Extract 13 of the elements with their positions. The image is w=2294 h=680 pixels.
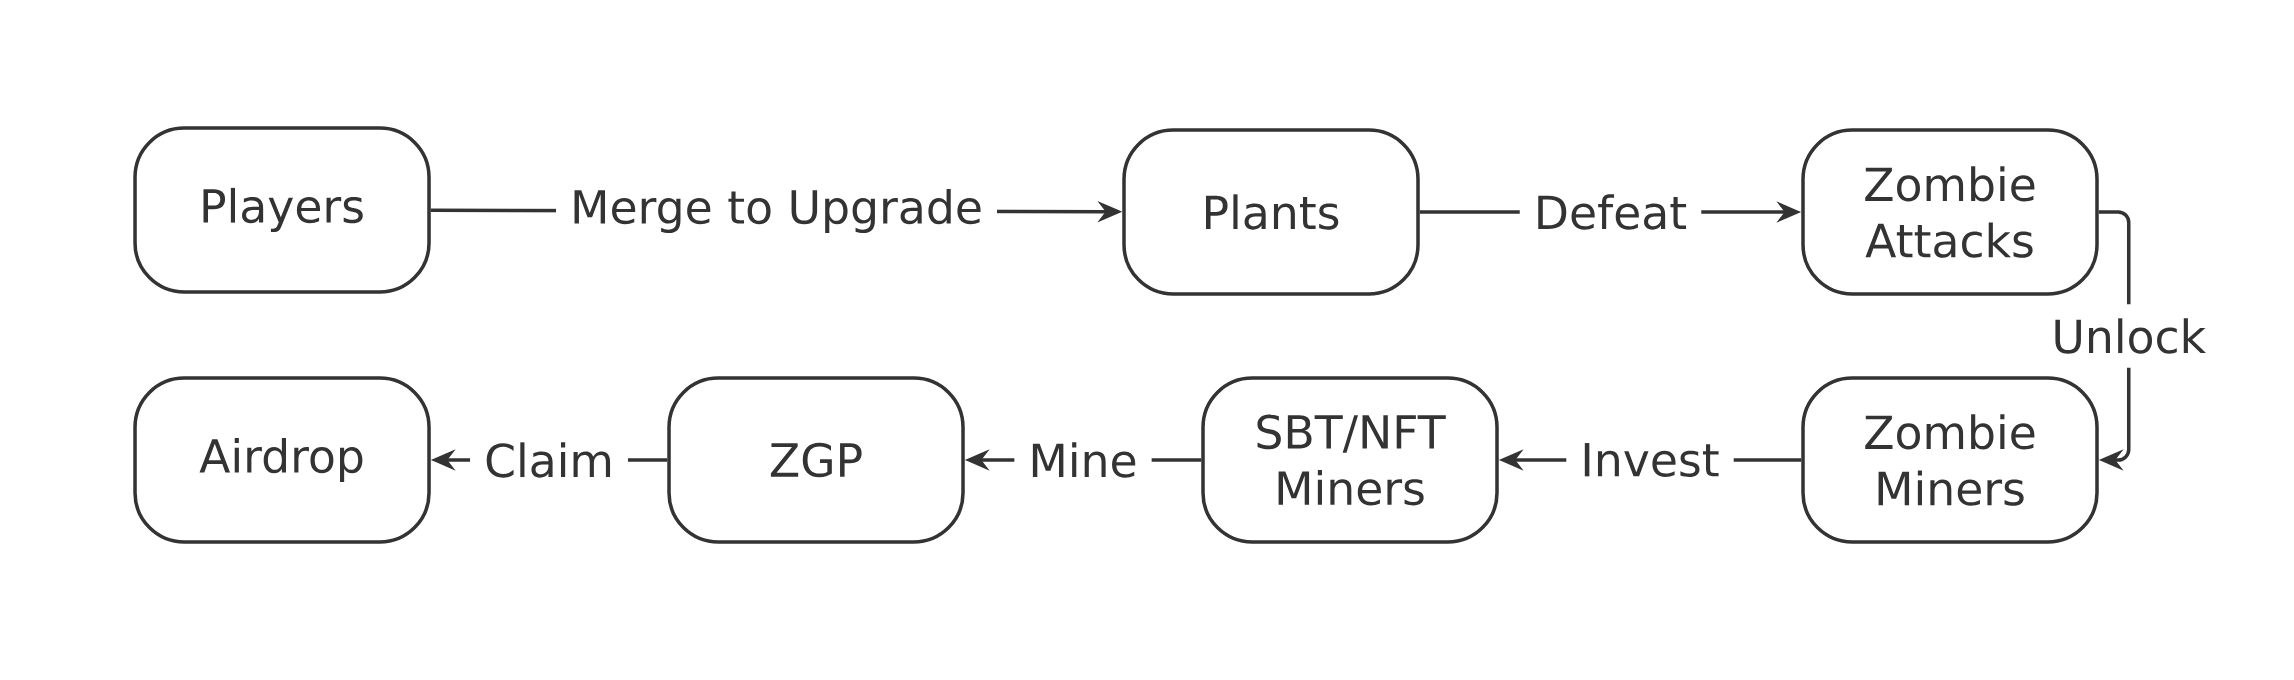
process-box: SBT/NFT Miners xyxy=(1201,376,1499,544)
edge-label: Claim xyxy=(470,428,628,492)
process-box: Zombie Attacks xyxy=(1801,128,2099,296)
edge-label: Mine xyxy=(1014,428,1152,492)
process-box: Plants xyxy=(1122,128,1420,296)
process-box: Players xyxy=(133,126,431,294)
process-box: ZGP xyxy=(667,376,965,544)
process-box: Zombie Miners xyxy=(1801,376,2099,544)
edge-label: Defeat xyxy=(1519,180,1702,244)
process-box: Airdrop xyxy=(133,376,431,544)
edge-label: Merge to Upgrade xyxy=(556,174,997,248)
edge-label: Unlock xyxy=(2037,304,2221,368)
edge-label: Invest xyxy=(1566,428,1734,492)
